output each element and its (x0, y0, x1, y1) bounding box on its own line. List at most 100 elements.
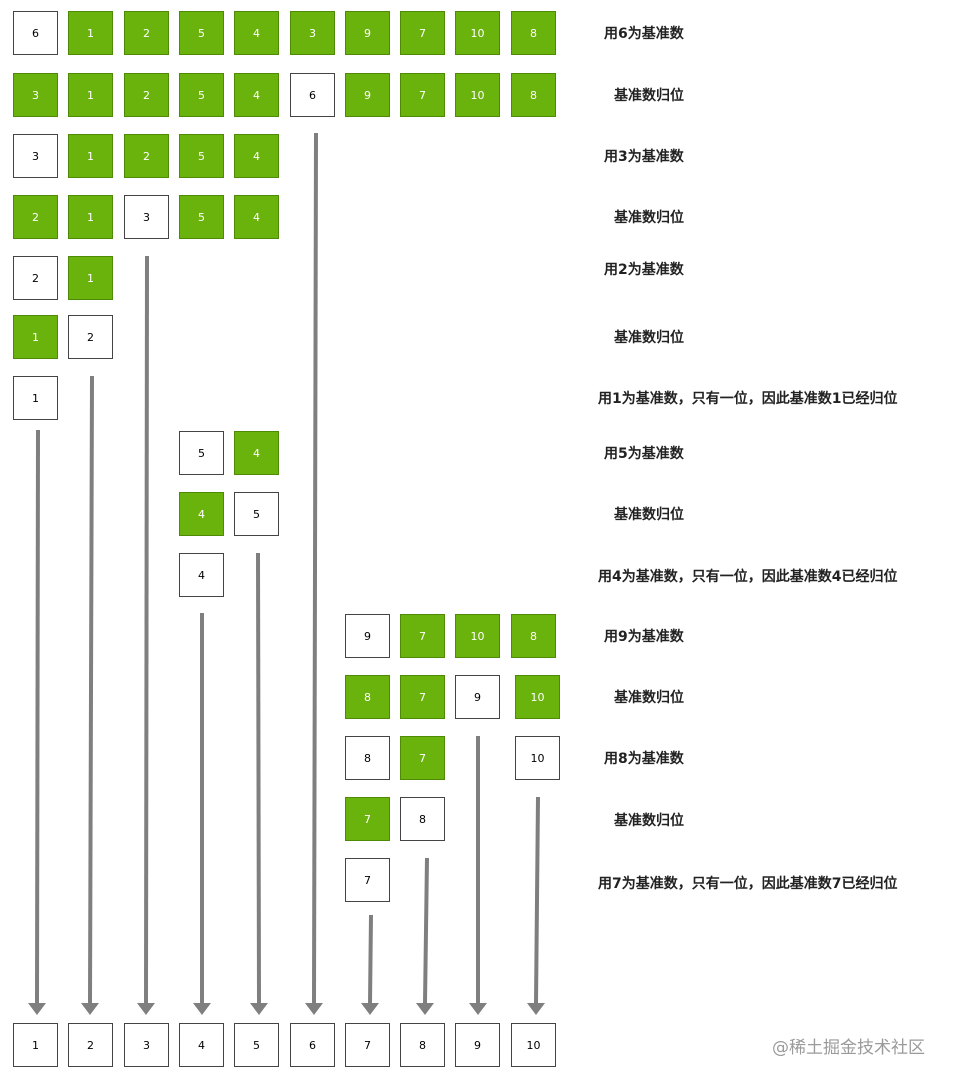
array-cell: 7 (400, 73, 445, 117)
pivot-cell: 8 (345, 736, 390, 780)
array-cell: 5 (179, 195, 224, 239)
array-cell: 9 (345, 11, 390, 55)
pivot-cell: 5 (179, 431, 224, 475)
pivot-cell: 8 (400, 797, 445, 841)
array-cell: 10 (455, 11, 500, 55)
array-cell: 8 (511, 11, 556, 55)
sorted-cell: 8 (400, 1023, 445, 1067)
array-cell: 10 (455, 614, 500, 658)
array-cell: 3 (13, 73, 58, 117)
arrow-head-icon (81, 1003, 99, 1015)
down-arrow-line (88, 375, 94, 1004)
array-cell: 1 (68, 11, 113, 55)
down-arrow-line (534, 796, 540, 1004)
pivot-cell: 3 (124, 195, 169, 239)
arrow-head-icon (469, 1003, 487, 1015)
arrow-head-icon (137, 1003, 155, 1015)
down-arrow-line (35, 429, 40, 1004)
sorted-cell: 5 (234, 1023, 279, 1067)
pivot-cell: 5 (234, 492, 279, 536)
array-cell: 4 (234, 73, 279, 117)
sorted-cell: 9 (455, 1023, 500, 1067)
arrow-head-icon (527, 1003, 545, 1015)
array-cell: 2 (124, 11, 169, 55)
step-label: 基准数归位 (614, 813, 684, 829)
sorted-cell: 6 (290, 1023, 335, 1067)
arrow-head-icon (28, 1003, 46, 1015)
array-cell: 4 (234, 431, 279, 475)
down-arrow-line (144, 255, 149, 1004)
sorted-cell: 3 (124, 1023, 169, 1067)
down-arrow-line (312, 132, 318, 1004)
pivot-cell: 10 (515, 736, 560, 780)
sorted-cell: 10 (511, 1023, 556, 1067)
sorted-cell: 7 (345, 1023, 390, 1067)
array-cell: 1 (13, 315, 58, 359)
arrow-head-icon (305, 1003, 323, 1015)
array-cell: 1 (68, 73, 113, 117)
sorted-cell: 4 (179, 1023, 224, 1067)
array-cell: 1 (68, 134, 113, 178)
pivot-cell: 7 (345, 858, 390, 902)
array-cell: 1 (68, 195, 113, 239)
arrow-head-icon (250, 1003, 268, 1015)
array-cell: 10 (455, 73, 500, 117)
pivot-cell: 1 (13, 376, 58, 420)
array-cell: 1 (68, 256, 113, 300)
pivot-cell: 4 (179, 553, 224, 597)
array-cell: 4 (234, 195, 279, 239)
array-cell: 4 (234, 11, 279, 55)
arrow-head-icon (193, 1003, 211, 1015)
sorted-cell: 2 (68, 1023, 113, 1067)
step-label: 基准数归位 (614, 690, 684, 706)
array-cell: 10 (515, 675, 560, 719)
array-cell: 7 (400, 11, 445, 55)
array-cell: 5 (179, 73, 224, 117)
step-label: 用6为基准数 (604, 26, 684, 42)
array-cell: 5 (179, 134, 224, 178)
array-cell: 2 (13, 195, 58, 239)
step-label: 用3为基准数 (604, 149, 684, 165)
pivot-cell: 9 (455, 675, 500, 719)
step-label: 基准数归位 (614, 210, 684, 226)
step-label: 用7为基准数，只有一位，因此基准数7已经归位 (598, 876, 898, 892)
pivot-cell: 6 (290, 73, 335, 117)
step-label: 基准数归位 (614, 507, 684, 523)
pivot-cell: 2 (13, 256, 58, 300)
array-cell: 7 (400, 675, 445, 719)
array-cell: 2 (124, 134, 169, 178)
array-cell: 4 (179, 492, 224, 536)
down-arrow-line (368, 914, 373, 1004)
step-label: 用8为基准数 (604, 751, 684, 767)
watermark: @稀土掘金技术社区 (772, 1038, 925, 1058)
step-label: 用2为基准数 (604, 262, 684, 278)
array-cell: 7 (345, 797, 390, 841)
pivot-cell: 3 (13, 134, 58, 178)
array-cell: 8 (345, 675, 390, 719)
pivot-cell: 9 (345, 614, 390, 658)
array-cell: 9 (345, 73, 390, 117)
pivot-cell: 2 (68, 315, 113, 359)
step-label: 基准数归位 (614, 330, 684, 346)
arrow-head-icon (416, 1003, 434, 1015)
array-cell: 7 (400, 614, 445, 658)
pivot-cell: 6 (13, 11, 58, 55)
array-cell: 7 (400, 736, 445, 780)
down-arrow-line (256, 552, 261, 1004)
array-cell: 3 (290, 11, 335, 55)
array-cell: 8 (511, 73, 556, 117)
sorted-cell: 1 (13, 1023, 58, 1067)
arrow-head-icon (361, 1003, 379, 1015)
down-arrow-line (423, 857, 429, 1004)
array-cell: 2 (124, 73, 169, 117)
step-label: 用5为基准数 (604, 446, 684, 462)
array-cell: 5 (179, 11, 224, 55)
step-label: 用9为基准数 (604, 629, 684, 645)
step-label: 用1为基准数，只有一位，因此基准数1已经归位 (598, 391, 898, 407)
array-cell: 4 (234, 134, 279, 178)
step-label: 基准数归位 (614, 88, 684, 104)
step-label: 用4为基准数，只有一位，因此基准数4已经归位 (598, 569, 898, 585)
array-cell: 8 (511, 614, 556, 658)
